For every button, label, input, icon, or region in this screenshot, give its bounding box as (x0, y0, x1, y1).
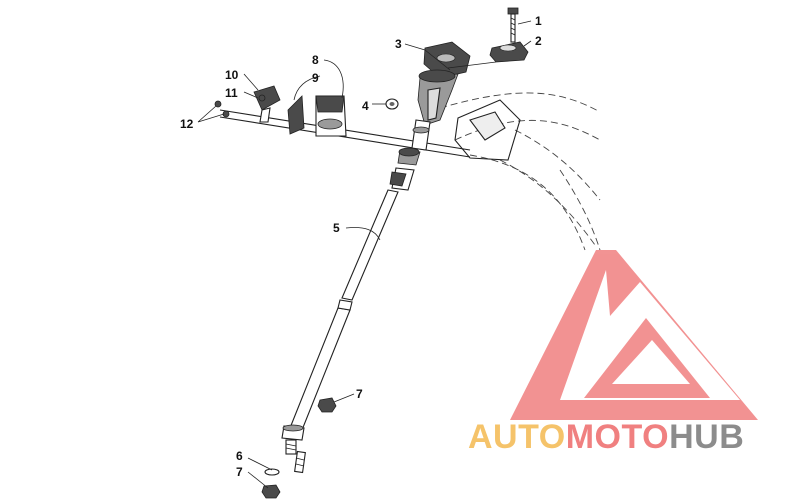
upper-nut-part-7 (317, 397, 337, 413)
lower-column-end (281, 424, 306, 474)
callout-5: 5 (333, 221, 340, 235)
watermark-word-auto: AUTO (468, 418, 566, 456)
callout-9: 9 (312, 71, 319, 85)
leader-lines (197, 20, 532, 489)
callout-6: 6 (236, 449, 243, 463)
bolt-part-11 (258, 94, 266, 102)
callout-8: 8 (312, 53, 319, 67)
svg-text:AUTOMOTOHUB: AUTOMOTOHUB (468, 418, 744, 456)
callout-4: 4 (362, 99, 369, 113)
upper-column (389, 119, 431, 191)
bracket-plate-part-9 (287, 95, 305, 135)
callout-3: 3 (395, 37, 402, 51)
bolts-part-12 (214, 100, 230, 118)
callout-7-upper: 7 (356, 387, 363, 401)
upper-bracket-part-10 (253, 85, 281, 123)
callout-7-lower: 7 (236, 465, 243, 479)
watermark-text: AUTOMOTOHUB (468, 418, 744, 456)
logo-outer-triangle (510, 250, 758, 420)
lower-nut-part-7 (261, 484, 281, 499)
callout-10: 10 (225, 68, 239, 82)
watermark-word-hub: HUB (669, 418, 744, 456)
callout-labels: 1 2 3 4 5 6 7 7 8 9 10 11 12 (180, 14, 542, 479)
logo-inner-triangle (584, 318, 710, 398)
watermark-word-moto: MOTO (566, 418, 669, 456)
steering-post-head (417, 69, 459, 126)
bushing-part-4 (385, 98, 399, 110)
bracket-bushing-part-8 (315, 95, 347, 137)
bolt-part-1 (507, 7, 519, 43)
clamp-cap-part-2 (489, 41, 529, 63)
callout-2: 2 (535, 34, 542, 48)
callout-12: 12 (180, 117, 194, 131)
handlebar-clamp-part-3 (423, 41, 471, 79)
lower-washer-part-6 (264, 468, 280, 476)
callout-11: 11 (225, 86, 238, 100)
frame-outline (439, 92, 601, 251)
watermark-logo (510, 250, 758, 420)
callout-1: 1 (535, 14, 542, 28)
steering-shaft-part-5 (289, 189, 399, 431)
